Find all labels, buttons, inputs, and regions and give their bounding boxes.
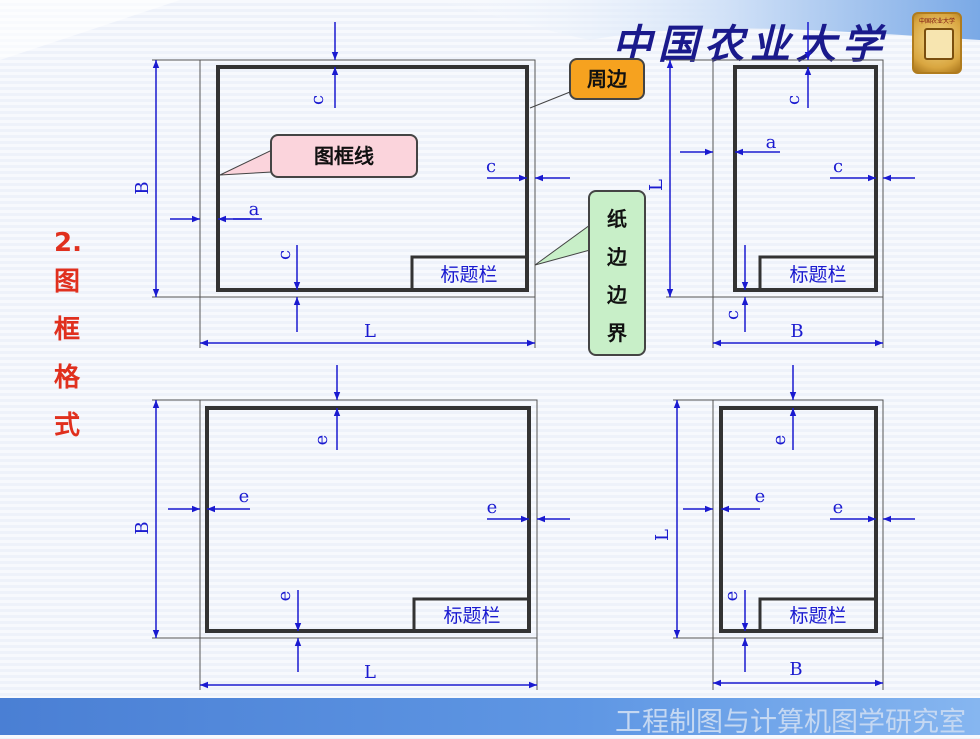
diagram-landscape-unbound (152, 365, 570, 690)
title-block (410, 255, 529, 292)
dim-label-B: B (132, 521, 153, 534)
dim-label-e-bottom: e (274, 591, 295, 602)
section-char-1: 图 (54, 267, 81, 297)
callout-paper-edge-label: 纸 边 边 界 (588, 190, 646, 356)
callout-paper-edge-char: 界 (607, 321, 627, 345)
title-block-label: 标题栏 (440, 264, 497, 286)
callout-paper-edge-char: 边 (607, 245, 627, 269)
callout-border-label: 周边 (569, 58, 645, 100)
dim-label-e-right: e (487, 497, 498, 518)
paper-edge (199, 59, 536, 298)
callout-paper-edge-char: 边 (607, 283, 627, 307)
dim-label-e-right: e (833, 497, 844, 518)
dim-label-a: a (249, 199, 260, 220)
footer-lab-name: 工程制图与计算机图学研究室 (615, 707, 966, 738)
dim-label-c-top: c (783, 95, 804, 105)
title-block (758, 597, 878, 633)
section-title: 2. 图 框 格 式 (54, 228, 114, 450)
dim-label-L: L (652, 529, 673, 541)
dim-label-B: B (790, 321, 803, 342)
callout-paper-edge-char: 纸 (607, 207, 627, 231)
title-block (412, 597, 531, 633)
dim-label-e-left: e (239, 486, 250, 507)
title-block-label: 标题栏 (789, 264, 846, 286)
section-char-2: 框 (54, 315, 81, 345)
header-swoosh (0, 0, 980, 60)
dim-label-e-bottom: e (721, 591, 742, 602)
university-emblem-icon: 中国农业大学 (912, 12, 962, 74)
dim-label-c-right: c (486, 156, 496, 177)
diagram-landscape-bound (152, 22, 591, 348)
dim-label-L: L (364, 662, 376, 683)
dim-label-B: B (789, 659, 802, 680)
footer-bar: 工程制图与计算机图学研究室 (0, 698, 980, 738)
dim-label-c-bottom: c (722, 310, 743, 320)
frame-format-diagrams: 标题栏 B L c a c c 标题栏 L B c a c c 标题栏 B L … (132, 22, 915, 690)
dim-label-e-left: e (755, 486, 766, 507)
emblem-text: 中国农业大学 (918, 18, 955, 25)
dim-label-L: L (646, 179, 667, 191)
dim-label-c-top: c (307, 95, 328, 105)
dim-label-e-top: e (769, 435, 790, 446)
dim-label-c-right: c (833, 156, 843, 177)
callout-frame-line-label: 图框线 (270, 134, 418, 178)
section-char-4: 式 (54, 411, 81, 441)
diagram-portrait-unbound (673, 365, 915, 690)
dim-label-e-top: e (311, 435, 332, 446)
dim-label-a: a (766, 132, 777, 153)
paper-edge (199, 399, 538, 639)
dim-label-B: B (132, 181, 153, 194)
title-block-label: 标题栏 (789, 605, 846, 627)
title-block (758, 255, 878, 292)
emblem-gate-icon (924, 28, 954, 60)
section-number: 2. (54, 228, 82, 258)
section-char-3: 格 (54, 363, 81, 393)
title-block-label: 标题栏 (443, 605, 500, 627)
diagram-portrait-bound (666, 22, 915, 348)
dim-label-L: L (364, 321, 376, 342)
dim-label-c-bottom: c (274, 250, 295, 260)
